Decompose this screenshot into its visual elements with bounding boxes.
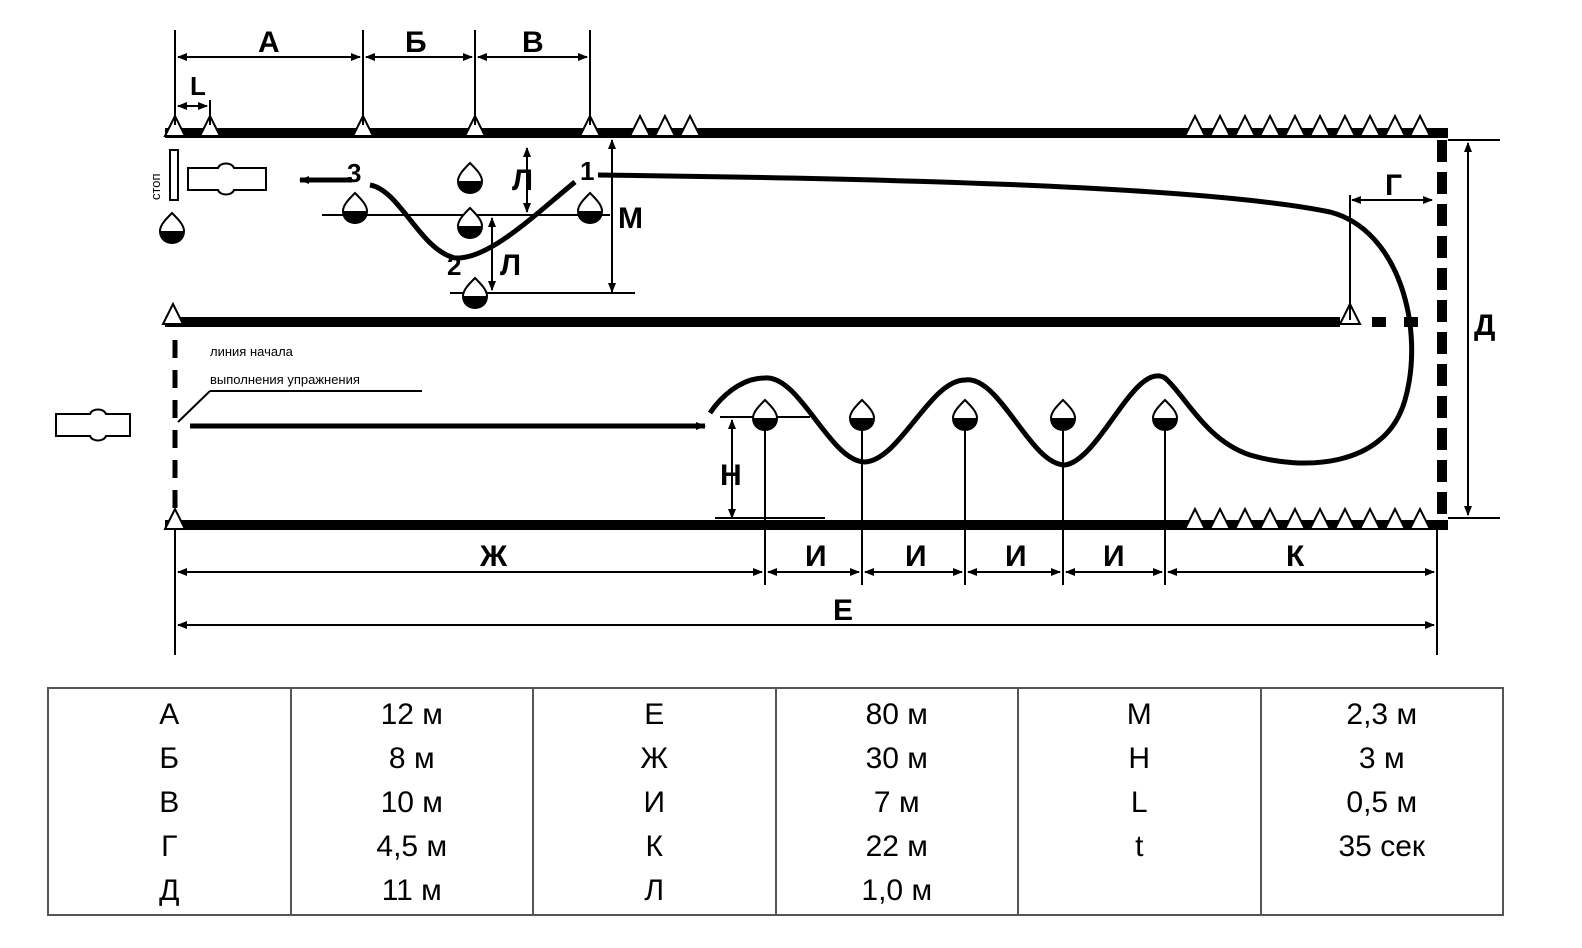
legend-label: Б — [159, 742, 180, 775]
legend-value: 0,5 м — [1346, 786, 1418, 819]
dim-label-l-lower: Л — [500, 249, 521, 282]
legend-label: t — [1135, 830, 1144, 863]
dim-label-i-2: И — [905, 540, 927, 573]
legend-col-labels-1: А Б В Г Д — [47, 687, 292, 916]
legend-label: Ж — [640, 742, 669, 775]
legend-value: 3 м — [1358, 742, 1405, 775]
slalom-post — [952, 399, 978, 431]
legend-value: 22 м — [865, 830, 928, 863]
legend-value: 2,3 м — [1346, 698, 1418, 731]
legend-col-values-2: 80 м 30 м 7 м 22 м 1,0 м — [774, 687, 1019, 916]
legend-label: L — [1130, 786, 1148, 819]
legend-value: 35 сек — [1338, 830, 1425, 863]
legend-label: А — [159, 698, 180, 731]
legend-value: 1,0 м — [861, 874, 933, 907]
legend-label: Е — [644, 698, 665, 731]
dim-label-e: Е — [833, 594, 853, 627]
stop-line — [169, 149, 179, 201]
dim-label-g: Г — [1385, 169, 1402, 202]
stop-label: стоп — [148, 173, 163, 200]
legend-row: А Б В Г Д 12 м 8 м 10 м 4,5 м 11 м Е Ж И… — [47, 687, 1504, 916]
dim-label-i-3: И — [1005, 540, 1027, 573]
dim-label-n: Н — [720, 459, 742, 492]
legend-label: Л — [644, 874, 665, 907]
point-1-label: 1 — [580, 156, 594, 186]
dim-label-a: А — [258, 26, 280, 59]
legend-col-values-3: 2,3 м 3 м 0,5 м 35 сек — [1259, 687, 1504, 916]
legend-value: 80 м — [865, 698, 928, 731]
dim-label-i-4: И — [1103, 540, 1125, 573]
slalom-post — [849, 399, 875, 431]
legend-value: 30 м — [865, 742, 928, 775]
start-car-icon — [55, 408, 131, 442]
legend-label: В — [159, 786, 180, 819]
legend-col-labels-2: Е Ж И К Л — [532, 687, 777, 916]
dim-label-l-upper: Л — [512, 164, 533, 197]
legend-value: 12 м — [380, 698, 443, 731]
slalom-path-parking — [369, 180, 577, 261]
legend-label: М — [1126, 698, 1152, 731]
stop-car-icon — [187, 162, 267, 196]
legend-label: Д — [159, 874, 180, 907]
stop-post — [159, 212, 185, 244]
parking-post — [577, 192, 603, 224]
slalom-post — [752, 399, 778, 431]
top-dimensions — [174, 30, 591, 125]
legend-label: И — [643, 786, 666, 819]
legend-value: 11 м — [381, 874, 442, 907]
dim-label-l-latin: L — [190, 71, 206, 101]
start-line-label-1: линия начала — [210, 344, 294, 359]
main-driving-path — [597, 172, 1415, 468]
dimensions-legend-table: А Б В Г Д 12 м 8 м 10 м 4,5 м 11 м Е Ж И… — [47, 687, 1504, 916]
legend-value: 8 м — [388, 742, 435, 775]
legend-label: Н — [1128, 742, 1151, 775]
legend-label: Г — [161, 830, 178, 863]
dim-label-b: Б — [405, 26, 427, 59]
slalom-post — [1050, 399, 1076, 431]
parking-post — [342, 192, 368, 224]
dim-label-d: Д — [1474, 309, 1495, 342]
dim-label-i-1: И — [805, 540, 827, 573]
dim-label-v: В — [522, 26, 544, 59]
slalom-post — [1152, 399, 1178, 431]
course-diagram: А Б В L стоп 3 2 1 Л Л М Н линия начала … — [55, 26, 1500, 655]
dim-label-k: К — [1286, 540, 1305, 573]
legend-value: 10 м — [380, 786, 443, 819]
legend-value: 4,5 м — [376, 830, 448, 863]
parking-post — [457, 207, 483, 239]
legend-col-values-1: 12 м 8 м 10 м 4,5 м 11 м — [289, 687, 534, 916]
legend-value: 7 м — [873, 786, 920, 819]
legend-label: К — [645, 830, 663, 863]
dim-label-zh: Ж — [479, 540, 508, 573]
parking-post — [457, 162, 483, 194]
point-3-label: 3 — [347, 158, 361, 188]
parking-post — [462, 277, 488, 309]
dim-label-m: М — [618, 202, 643, 235]
start-line-label-2: выполнения упражнения — [210, 372, 360, 387]
legend-col-labels-3: М Н L t — [1017, 687, 1262, 916]
